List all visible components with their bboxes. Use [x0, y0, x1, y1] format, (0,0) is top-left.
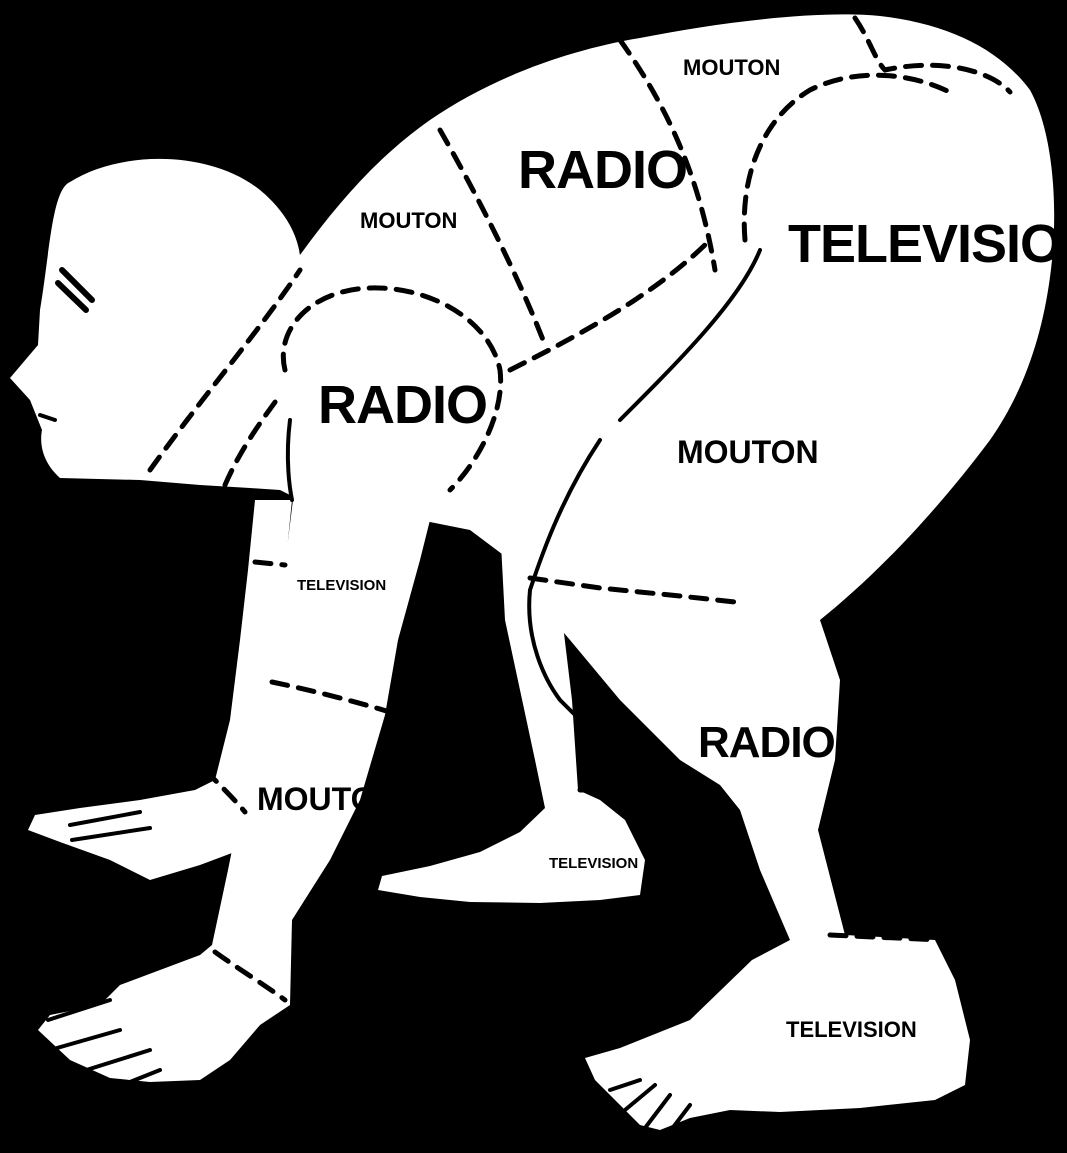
label-mouton-forearm: MOUTON: [257, 781, 399, 817]
label-mouton-shoulder: MOUTON: [360, 208, 457, 233]
label-television-front-foot: TELEVISION: [786, 1017, 917, 1042]
label-mouton-top: MOUTON: [683, 55, 780, 80]
label-radio-shoulder: RADIO: [318, 375, 487, 435]
torso: [10, 14, 1054, 620]
label-radio-back: RADIO: [518, 140, 687, 200]
label-radio-shin: RADIO: [698, 718, 835, 767]
label-television-rear-foot: TELEVISION: [549, 855, 638, 872]
label-mouton-thigh: MOUTON: [677, 434, 819, 470]
label-television-hip: TELEVISION: [788, 214, 1067, 274]
label-television-upper-arm: TELEVISION: [297, 577, 386, 594]
